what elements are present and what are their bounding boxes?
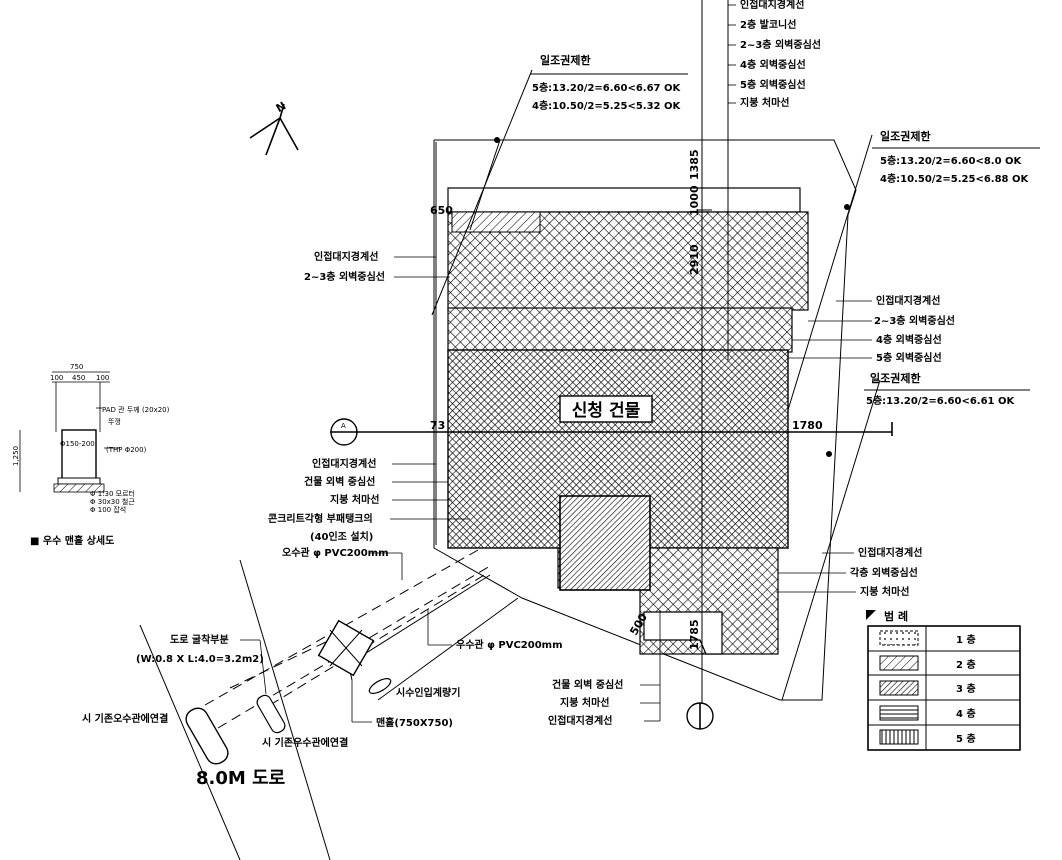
legend-swatch-3 [879, 680, 919, 696]
svg-text:오수관 φ PVC200mm: 오수관 φ PVC200mm [282, 546, 389, 559]
road-area [139, 549, 519, 860]
legend: 범 례 1 층 2 층 3 층 4 층 5 층 [866, 609, 1021, 751]
svg-text:1,250: 1,250 [12, 446, 20, 466]
svg-text:일조권제한: 일조권제한 [880, 129, 931, 143]
road-label: 8.0M 도로 [196, 768, 285, 789]
sunlight-limit-right: 일조권제한 5층:13.20/2=6.60<8.0 OK 4층:10.50/2=… [872, 129, 1040, 185]
balcony-outline [447, 187, 801, 213]
svg-text:시 기존오수관에연결: 시 기존오수관에연결 [82, 712, 168, 725]
svg-text:(W:0.8 X L:4.0=3.2m2): (W:0.8 X L:4.0=3.2m2) [136, 654, 264, 665]
svg-text:우수관 φ PVC200mm: 우수관 φ PVC200mm [456, 638, 563, 651]
svg-text:(THP Φ200): (THP Φ200) [106, 446, 147, 454]
svg-text:인접대지경계선: 인접대지경계선 [740, 0, 804, 11]
legend-label-5: 5 층 [956, 732, 976, 745]
right-callouts-low: 인접대지경계선 각층 외벽중심선 지붕 처마선 [776, 546, 922, 598]
svg-text:건물 외벽 중심선: 건물 외벽 중심선 [552, 678, 623, 691]
svg-text:지붕 처마선: 지붕 처마선 [560, 696, 609, 709]
svg-text:450: 450 [72, 374, 85, 382]
svg-text:일조권제한: 일조권제한 [540, 53, 591, 67]
svg-text:지붕 처마선: 지붕 처마선 [330, 493, 379, 506]
left-callouts-mid: 인접대지경계선 건물 외벽 중심선 지붕 처마선 콘크리트각형 부패탱크의 (4… [268, 457, 470, 580]
dim-1780: 1780 [792, 419, 823, 432]
svg-text:지붕 처마선: 지붕 처마선 [740, 96, 789, 109]
svg-text:각층 외벽중심선: 각층 외벽중심선 [850, 566, 918, 579]
legend-label-4: 4 층 [956, 707, 976, 720]
legend-label-3: 3 층 [956, 682, 976, 695]
dim-1385: 1385 [688, 149, 701, 180]
water-meter-icon [368, 678, 392, 694]
svg-text:인접대지경계선: 인접대지경계선 [876, 294, 940, 307]
svg-text:Φ150-200: Φ150-200 [60, 440, 95, 448]
svg-text:4층 외벽중심선: 4층 외벽중심선 [740, 58, 806, 71]
svg-text:4층 외벽중심선: 4층 외벽중심선 [876, 333, 942, 346]
svg-text:750: 750 [70, 363, 83, 371]
svg-text:5층 외벽중심선: 5층 외벽중심선 [876, 351, 942, 364]
svg-text:4층:10.50/2=5.25<6.88 OK: 4층:10.50/2=5.25<6.88 OK [880, 172, 1029, 185]
svg-text:도로 굴착부분: 도로 굴착부분 [170, 633, 229, 646]
svg-text:Φ 1:30 모르터: Φ 1:30 모르터 [90, 489, 135, 498]
svg-text:PAD 관 두께 (20x20): PAD 관 두께 (20x20) [102, 405, 170, 414]
svg-text:지붕 처마선: 지붕 처마선 [860, 585, 909, 598]
building-label: 신청 건물 [572, 400, 641, 421]
legend-swatch-5 [879, 729, 919, 745]
legend-label-2: 2 층 [956, 658, 976, 671]
svg-text:(40인조 설치): (40인조 설치) [310, 530, 373, 543]
svg-text:일조권제한: 일조권제한 [870, 371, 921, 385]
legend-swatch-1 [879, 630, 919, 646]
svg-text:2~3층 외벽중심선: 2~3층 외벽중심선 [304, 270, 385, 283]
svg-text:뚜껑: 뚜껑 [108, 418, 121, 426]
dim-1000: 1000 [688, 185, 701, 216]
dim-2910: 2910 [688, 244, 701, 275]
legend-swatch-4 [879, 705, 919, 721]
legend-swatch-2 [879, 655, 919, 671]
north-arrow-icon: N [249, 99, 299, 156]
svg-text:5층 외벽중심선: 5층 외벽중심선 [740, 78, 806, 91]
floor-2-strip [451, 211, 541, 233]
svg-text:2~3층 외벽중심선: 2~3층 외벽중심선 [740, 38, 821, 51]
svg-text:100: 100 [96, 374, 109, 382]
north-label: N [274, 99, 288, 115]
svg-text:Φ 30x30 철근: Φ 30x30 철근 [90, 497, 135, 506]
floor-4-area [447, 307, 793, 353]
right-callouts-mid: 인접대지경계선 2~3층 외벽중심선 4층 외벽중심선 5층 외벽중심선 [788, 294, 955, 364]
svg-text:콘크리트각형 부패탱크의: 콘크리트각형 부패탱크의 [268, 512, 373, 525]
sunlight-limit-top: 일조권제한 5층:13.20/2=6.60<6.67 OK 4층:10.50/2… [530, 53, 688, 112]
detail-caption: ■ 우수 맨홀 상세도 [30, 534, 114, 547]
svg-text:인접대지경계선: 인접대지경계선 [312, 457, 376, 470]
svg-text:5층:13.20/2=6.60<8.0 OK: 5층:13.20/2=6.60<8.0 OK [880, 154, 1023, 167]
staircase-core [559, 495, 651, 591]
site-boundary [433, 139, 857, 701]
svg-text:5층:13.20/2=6.60<6.61 OK: 5층:13.20/2=6.60<6.61 OK [866, 394, 1015, 407]
sunlight-limit-right2: 일조권제한 5층:13.20/2=6.60<6.61 OK [864, 371, 1030, 407]
svg-text:4층:10.50/2=5.25<5.32 OK: 4층:10.50/2=5.25<5.32 OK [532, 99, 681, 112]
svg-text:5층:13.20/2=6.60<6.67 OK: 5층:13.20/2=6.60<6.67 OK [532, 81, 681, 94]
manhole-detail-drawing: 750 100 450 100 1,250 PAD 관 두께 (20x20) 뚜… [12, 363, 170, 547]
svg-text:맨홀(750X750): 맨홀(750X750) [376, 716, 453, 729]
city-rain-pipe-icon [256, 694, 286, 734]
svg-text:2~3층 외벽중심선: 2~3층 외벽중심선 [874, 314, 955, 327]
svg-text:시수인입계량기: 시수인입계량기 [396, 686, 460, 699]
legend-label-1: 1 층 [956, 633, 976, 646]
left-callouts-top: 인접대지경계선 2~3층 외벽중심선 [304, 250, 450, 283]
pipe-labels: 도로 굴착부분 (W:0.8 X L:4.0=3.2m2) 시 기존오수관에연결… [82, 610, 563, 749]
svg-text:건물 외벽 중심선: 건물 외벽 중심선 [304, 475, 375, 488]
svg-text:시 기존우수관에연결: 시 기존우수관에연결 [262, 736, 348, 749]
svg-text:인접대지경계선: 인접대지경계선 [548, 714, 612, 727]
dim-650: 650 [430, 204, 453, 217]
dim-73: 73 [430, 419, 445, 432]
city-sewer-pipe-icon [185, 707, 229, 765]
svg-text:Φ 100 잡석: Φ 100 잡석 [90, 505, 126, 514]
svg-text:2층 발코니선: 2층 발코니선 [740, 18, 796, 31]
svg-text:A: A [341, 422, 346, 430]
dim-1785: 1785 [688, 619, 701, 650]
svg-text:인접대지경계선: 인접대지경계선 [314, 250, 378, 263]
bottom-callouts: 건물 외벽 중심선 지붕 처마선 인접대지경계선 [548, 610, 661, 727]
svg-text:인접대지경계선: 인접대지경계선 [858, 546, 922, 559]
legend-title: 범 례 [884, 609, 908, 623]
svg-text:100: 100 [50, 374, 63, 382]
top-callouts: 인접대지경계선 2층 발코니선 2~3층 외벽중심선 4층 외벽중심선 5층 외… [728, 0, 821, 109]
